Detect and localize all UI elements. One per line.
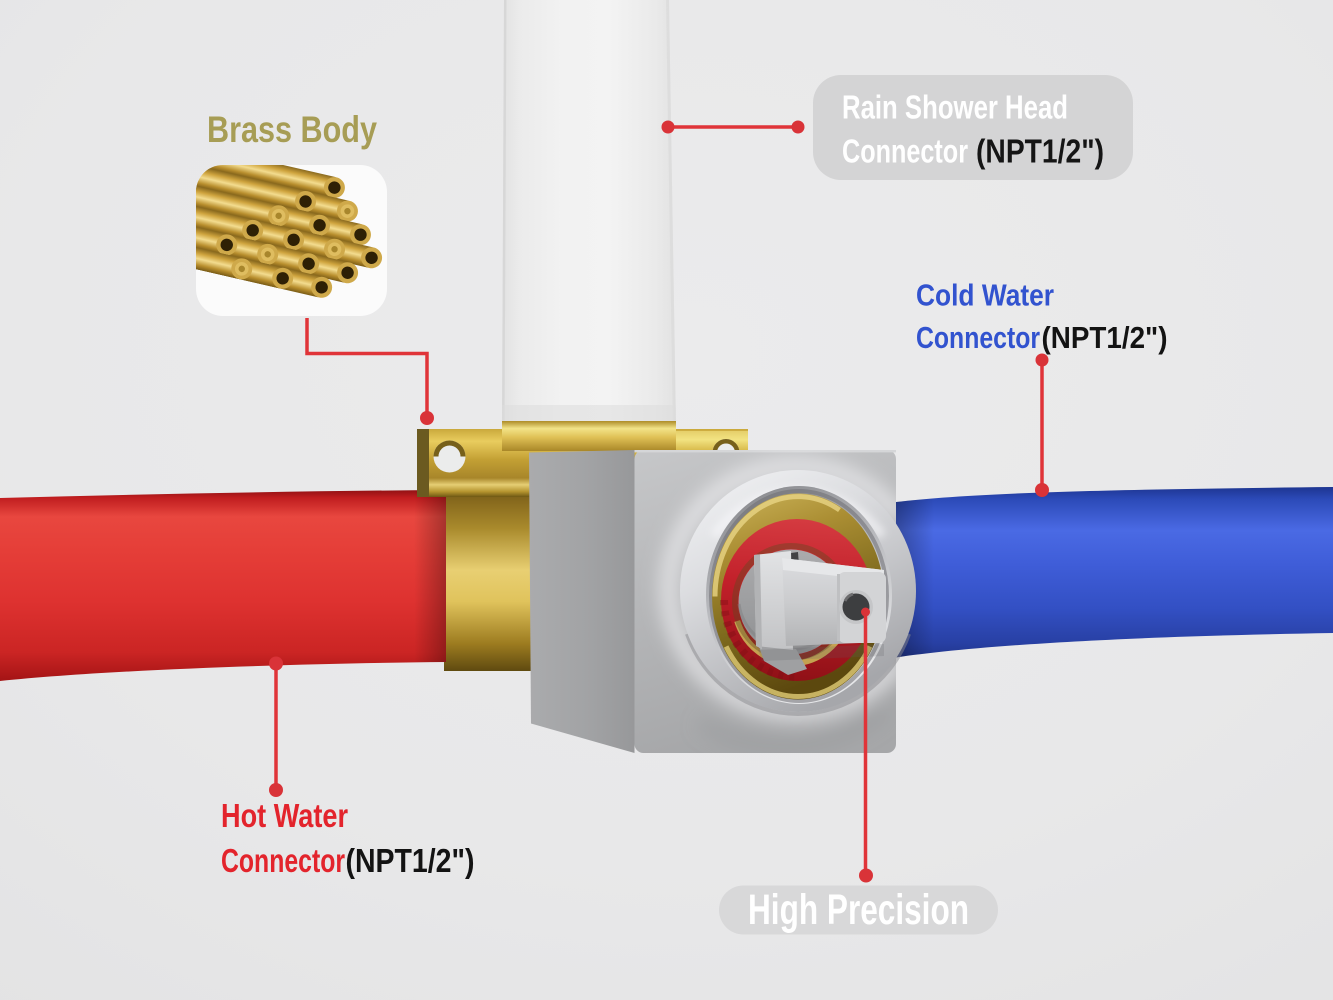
svg-text:(NPT1/2"): (NPT1/2") <box>346 842 475 879</box>
svg-text:Brass Body: Brass Body <box>207 109 377 150</box>
svg-text:(NPT1/2"): (NPT1/2") <box>1042 321 1168 355</box>
svg-text:(NPT1/2"): (NPT1/2") <box>976 134 1104 171</box>
svg-text:Connector: Connector <box>916 321 1040 355</box>
svg-text:Cold Water: Cold Water <box>916 278 1054 312</box>
svg-text:Connector: Connector <box>221 842 345 879</box>
svg-text:Connector: Connector <box>842 134 968 171</box>
svg-text:High Precision: High Precision <box>748 887 969 934</box>
svg-text:Hot Water: Hot Water <box>221 797 348 834</box>
svg-text:Rain Shower Head: Rain Shower Head <box>842 89 1068 126</box>
